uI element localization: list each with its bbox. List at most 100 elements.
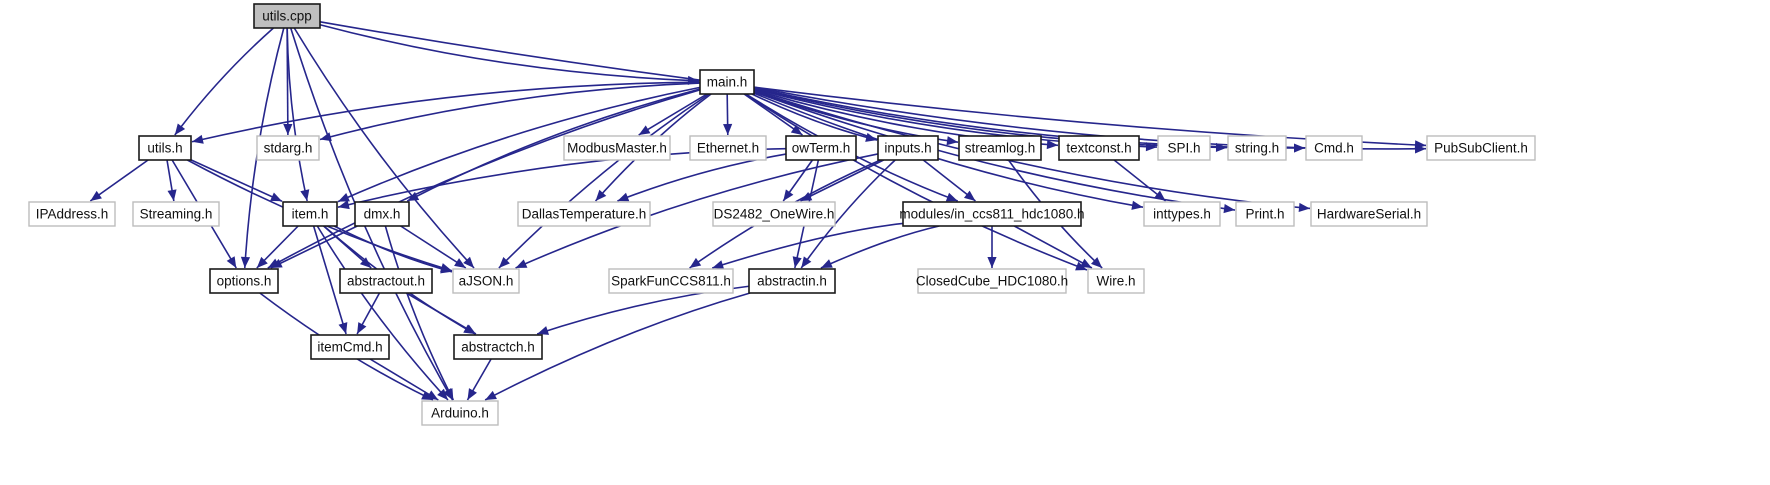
graph-node-arduino-h[interactable]: Arduino.h bbox=[421, 400, 499, 426]
graph-node-ds2482-h[interactable]: DS2482_OneWire.h bbox=[712, 201, 836, 227]
node-box[interactable] bbox=[339, 268, 433, 294]
graph-node-sparkfun-h[interactable]: SparkFunCCS811.h bbox=[608, 268, 734, 294]
graph-node-dallastemp-h[interactable]: DallasTemperature.h bbox=[517, 201, 651, 227]
node-box[interactable] bbox=[1087, 268, 1145, 294]
graph-node-modbusmaster-h[interactable]: ModbusMaster.h bbox=[563, 135, 671, 161]
node-box[interactable] bbox=[253, 3, 321, 29]
edge-arrowhead bbox=[515, 259, 528, 268]
edge-inputs_h-to-in_ccs811_h bbox=[922, 159, 976, 202]
edge-arrowhead bbox=[421, 391, 434, 400]
node-box[interactable] bbox=[1235, 201, 1295, 227]
graph-node-ipaddress-h[interactable]: IPAddress.h bbox=[28, 201, 116, 227]
node-box[interactable] bbox=[28, 201, 116, 227]
graph-node-abstractout-h[interactable]: abstractout.h bbox=[339, 268, 433, 294]
node-box[interactable] bbox=[421, 400, 499, 426]
graph-node-utils-cpp[interactable]: utils.cpp bbox=[253, 3, 321, 29]
edge-in_ccs811_h-to-sparkfun_h bbox=[711, 222, 904, 269]
node-box[interactable] bbox=[1305, 135, 1363, 161]
graph-node-streaming-h[interactable]: Streaming.h bbox=[132, 201, 220, 227]
graph-node-streamlog-h[interactable]: streamlog.h bbox=[958, 135, 1042, 161]
node-box[interactable] bbox=[517, 201, 651, 227]
edge-arrowhead bbox=[987, 257, 997, 268]
graph-node-dmx-h[interactable]: dmx.h bbox=[354, 201, 410, 227]
node-box[interactable] bbox=[209, 268, 279, 294]
node-box[interactable] bbox=[282, 201, 338, 227]
edge-arrowhead bbox=[1298, 202, 1310, 213]
node-box[interactable] bbox=[452, 268, 520, 294]
edge-arrowhead bbox=[256, 256, 268, 268]
edge-main_h-to-print_h bbox=[753, 91, 1236, 211]
graph-node-spi-h[interactable]: SPI.h bbox=[1157, 135, 1211, 161]
edge-arrowhead bbox=[454, 258, 466, 268]
edge-in_ccs811_h-to-abstractin_h bbox=[820, 225, 940, 269]
node-box[interactable] bbox=[310, 334, 390, 360]
graph-node-pubsubclient-h[interactable]: PubSubClient.h bbox=[1426, 135, 1536, 161]
edge-arrowhead bbox=[338, 322, 348, 334]
edge-arrowhead bbox=[945, 192, 958, 202]
graph-node-utils-h[interactable]: utils.h bbox=[138, 135, 192, 161]
graph-node-abstractin-h[interactable]: abstractin.h bbox=[748, 268, 836, 294]
node-box[interactable] bbox=[699, 69, 755, 95]
graph-node-options-h[interactable]: options.h bbox=[209, 268, 279, 294]
graph-node-stdarg-h[interactable]: stdarg.h bbox=[256, 135, 320, 161]
edge-dmx_h-to-ajson_h bbox=[400, 225, 467, 269]
node-box[interactable] bbox=[1157, 135, 1211, 161]
node-box[interactable] bbox=[132, 201, 220, 227]
edge-utils_h-to-ipaddress_h bbox=[89, 159, 149, 202]
node-box[interactable] bbox=[354, 201, 410, 227]
node-layer: utils.cpp main.h utils.h stdarg.h ModbusMast… bbox=[28, 3, 1536, 426]
node-box[interactable] bbox=[748, 268, 836, 294]
edge-abstractout_h-to-abstractch_h bbox=[405, 292, 477, 335]
graph-node-abstractch-h[interactable]: abstractch.h bbox=[453, 334, 543, 360]
node-box[interactable] bbox=[256, 135, 320, 161]
node-box[interactable] bbox=[712, 201, 836, 227]
node-box[interactable] bbox=[689, 135, 767, 161]
graph-node-ajson-h[interactable]: aJSON.h bbox=[452, 268, 520, 294]
edge-inputs_h-to-abstractin_h bbox=[800, 159, 896, 269]
graph-node-wire-h[interactable]: Wire.h bbox=[1087, 268, 1145, 294]
edge-main_h-to-utils_h bbox=[191, 81, 701, 143]
edge-main_h-to-ajson_h bbox=[498, 93, 710, 269]
graph-node-hardwareserial-h[interactable]: HardwareSerial.h bbox=[1310, 201, 1428, 227]
node-box[interactable] bbox=[902, 201, 1082, 227]
graph-node-owterm-h[interactable]: owTerm.h bbox=[785, 135, 857, 161]
node-box[interactable] bbox=[877, 135, 939, 161]
edge-arrowhead bbox=[617, 192, 630, 202]
node-box[interactable] bbox=[1227, 135, 1287, 161]
edge-arrowhead bbox=[712, 260, 725, 270]
edge-arrowhead bbox=[338, 200, 350, 210]
node-box[interactable] bbox=[453, 334, 543, 360]
edge-inputs_h-to-ajson_h bbox=[515, 153, 879, 269]
edge-arrowhead bbox=[270, 192, 282, 202]
graph-node-main-h[interactable]: main.h bbox=[699, 69, 755, 95]
graph-node-cmd-h[interactable]: Cmd.h bbox=[1305, 135, 1363, 161]
edge-main_h-to-inttypes_h bbox=[753, 92, 1144, 208]
edge-arrowhead bbox=[407, 191, 420, 201]
node-box[interactable] bbox=[1310, 201, 1428, 227]
edge-arrowhead bbox=[485, 390, 497, 400]
graph-node-item-h[interactable]: item.h bbox=[282, 201, 338, 227]
edge-arrowhead bbox=[595, 189, 607, 201]
graph-node-inttypes-h[interactable]: inttypes.h bbox=[1143, 201, 1221, 227]
node-box[interactable] bbox=[138, 135, 192, 161]
graph-node-ethernet-h[interactable]: Ethernet.h bbox=[689, 135, 767, 161]
node-box[interactable] bbox=[608, 268, 734, 294]
node-box[interactable] bbox=[1143, 201, 1221, 227]
edge-arrowhead bbox=[464, 324, 476, 334]
node-box[interactable] bbox=[958, 135, 1042, 161]
graph-node-itemcmd-h[interactable]: itemCmd.h bbox=[310, 334, 390, 360]
graph-node-print-h[interactable]: Print.h bbox=[1235, 201, 1295, 227]
node-box[interactable] bbox=[917, 268, 1067, 294]
node-box[interactable] bbox=[1426, 135, 1536, 161]
graph-node-in-ccs811-h[interactable]: modules/in_ccs811_hdc1080.h bbox=[899, 201, 1085, 227]
edge-arrowhead bbox=[1131, 200, 1143, 210]
node-box[interactable] bbox=[1058, 135, 1140, 161]
graph-node-closedcube-h[interactable]: ClosedCube_HDC1080.h bbox=[916, 268, 1068, 294]
graph-node-inputs-h[interactable]: inputs.h bbox=[877, 135, 939, 161]
node-box[interactable] bbox=[563, 135, 671, 161]
graph-node-string-h[interactable]: string.h bbox=[1227, 135, 1287, 161]
graph-node-textconst-h[interactable]: textconst.h bbox=[1058, 135, 1140, 161]
edge-arrowhead bbox=[300, 189, 310, 201]
node-box[interactable] bbox=[785, 135, 857, 161]
